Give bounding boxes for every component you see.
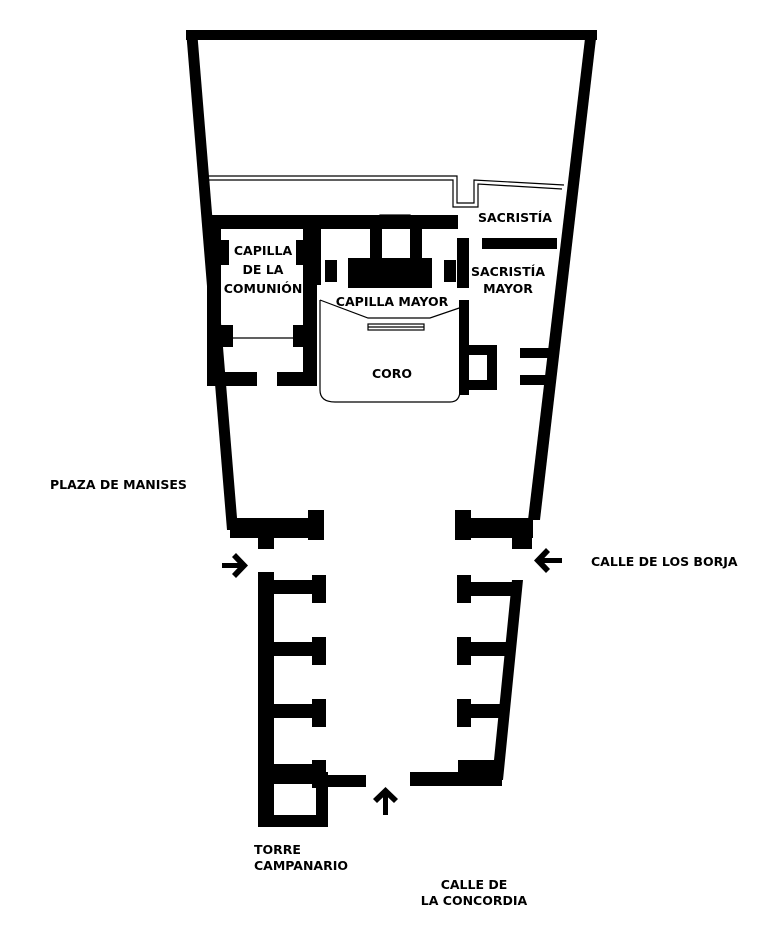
upper-gap xyxy=(379,214,411,224)
mayor-side-block-right xyxy=(444,260,456,282)
nave-right-chapel-1 xyxy=(460,582,515,596)
transept-right-lower xyxy=(512,535,532,549)
tower-bottom xyxy=(258,815,328,827)
label-sacristia-mayor-1: SACRISTÍA xyxy=(471,264,545,279)
comunion-pier-3 xyxy=(215,325,233,347)
sacristy-wall xyxy=(482,238,557,249)
nave-left-chapel-3 xyxy=(258,704,320,718)
thin-lines xyxy=(206,175,565,403)
comunion-pier-1 xyxy=(215,240,229,265)
transept-right-wall xyxy=(458,518,533,538)
tower-top xyxy=(258,772,328,784)
transept-left-pier xyxy=(308,510,324,540)
nave-left-pier-2 xyxy=(312,637,326,665)
label-capilla-mayor: CAPILLA MAYOR xyxy=(335,294,449,309)
nave-right-bottom-block xyxy=(458,760,502,780)
label-sacristia: SACRISTÍA xyxy=(478,210,552,225)
walls xyxy=(186,30,597,827)
top-inner-line-2 xyxy=(206,179,563,208)
mayor-pier-right xyxy=(410,222,422,260)
nave-left-pier-3 xyxy=(312,699,326,727)
outer-wall-right xyxy=(528,30,597,520)
sacristia-block-3 xyxy=(462,380,497,390)
label-capilla-comunion-3: COMUNIÓN xyxy=(223,281,303,296)
arrow-left-entrance xyxy=(222,553,248,578)
label-calle-borja: CALLE DE LOS BORJA xyxy=(591,554,738,569)
arrow-front-entrance xyxy=(373,787,398,815)
sacristia-block-1 xyxy=(462,345,497,355)
altar xyxy=(348,258,432,288)
nave-left-pier-1 xyxy=(312,575,326,603)
comunion-pier-4 xyxy=(293,325,311,347)
label-sacristia-mayor-2: MAYOR xyxy=(483,281,533,296)
nave-left-chapel-2 xyxy=(258,642,320,656)
sacristia-block-5 xyxy=(520,375,550,385)
mayor-wall-right xyxy=(457,238,469,288)
outer-wall-top xyxy=(186,30,597,40)
nave-right-chapel-3 xyxy=(460,704,505,718)
nave-right-pier-1 xyxy=(457,575,471,603)
transept-left-lower xyxy=(258,535,274,549)
top-inner-line xyxy=(206,175,565,204)
nave-left-chapel-1 xyxy=(258,580,320,594)
sacristia-block-4 xyxy=(520,348,550,358)
nave-right-chapel-2 xyxy=(460,642,510,656)
nave-right-pier-2 xyxy=(457,637,471,665)
comunion-bottom-right xyxy=(277,372,317,386)
entrance-arrows xyxy=(222,548,562,815)
mayor-step-outline xyxy=(319,299,469,319)
nave-left-outer-wall xyxy=(258,572,274,827)
transept-left-wall xyxy=(230,518,318,538)
transept-right-pier xyxy=(455,510,471,540)
comunion-pier-2 xyxy=(296,240,310,265)
label-capilla-comunion-1: CAPILLA xyxy=(233,243,293,258)
sacristia-block-2 xyxy=(487,345,497,390)
arrow-right-entrance xyxy=(534,548,562,573)
comunion-bottom-left xyxy=(207,372,257,386)
label-calle-concordia-2: LA CONCORDIA xyxy=(420,893,528,908)
tower-entry-wall xyxy=(326,775,366,787)
label-calle-concordia-1: CALLE DE xyxy=(440,877,508,892)
coro-outline xyxy=(319,300,461,403)
mayor-pier-left xyxy=(370,222,382,260)
mayor-wall-left xyxy=(313,225,321,285)
label-torre-1: TORRE xyxy=(254,842,301,857)
nave-right-pier-3 xyxy=(457,699,471,727)
upper-wall-band xyxy=(207,215,447,229)
label-coro: CORO xyxy=(371,366,413,381)
label-torre-2: CAMPANARIO xyxy=(254,858,349,873)
tower-right xyxy=(316,772,328,827)
label-capilla-comunion-2: DE LA xyxy=(242,262,284,277)
outer-wall-right-lower xyxy=(492,580,523,780)
label-plaza-manises: PLAZA DE MANISES xyxy=(50,477,187,492)
mayor-side-block-left xyxy=(325,260,337,282)
